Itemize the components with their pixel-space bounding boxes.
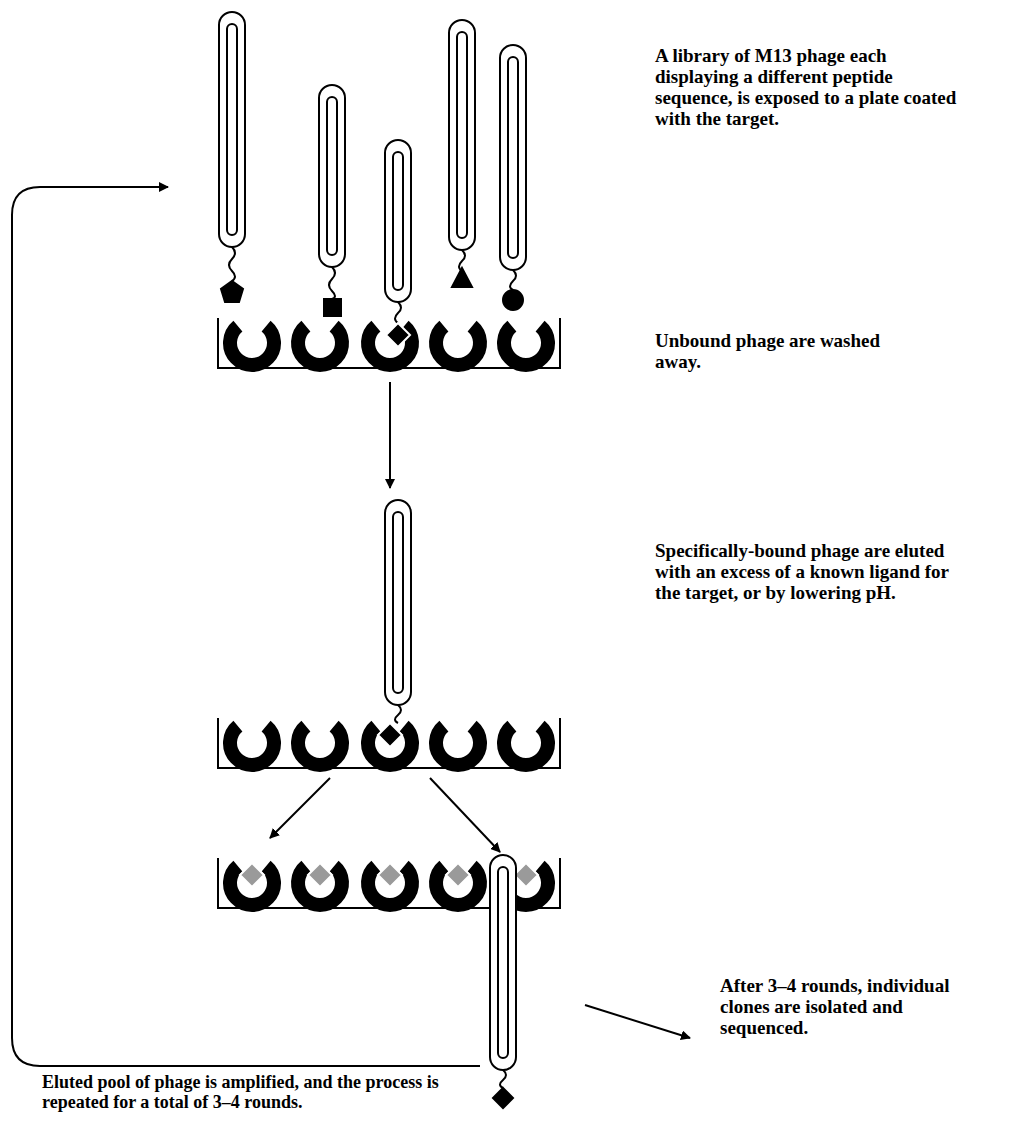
- repeat-loop-arrow: [12, 187, 480, 1066]
- flow-arrow: [270, 778, 330, 838]
- step-note: Eluted pool of phage is amplified, and t…: [42, 1072, 442, 1112]
- flow-arrow: [389, 382, 391, 488]
- step-note: Unbound phage are washed away.: [655, 330, 905, 372]
- step-note: Specifically-bound phage are eluted with…: [655, 540, 955, 603]
- eluted-phage: [490, 855, 516, 1108]
- bound-phage: [385, 500, 411, 723]
- flow-arrow: [585, 1005, 690, 1038]
- phage-library: [219, 12, 526, 347]
- target-plate: [218, 718, 560, 768]
- step-note: A library of M13 phage each displaying a…: [655, 45, 965, 129]
- flow-arrow: [430, 778, 500, 852]
- target-plate: [218, 318, 560, 368]
- step-note: After 3–4 rounds, individual clones are …: [720, 975, 950, 1038]
